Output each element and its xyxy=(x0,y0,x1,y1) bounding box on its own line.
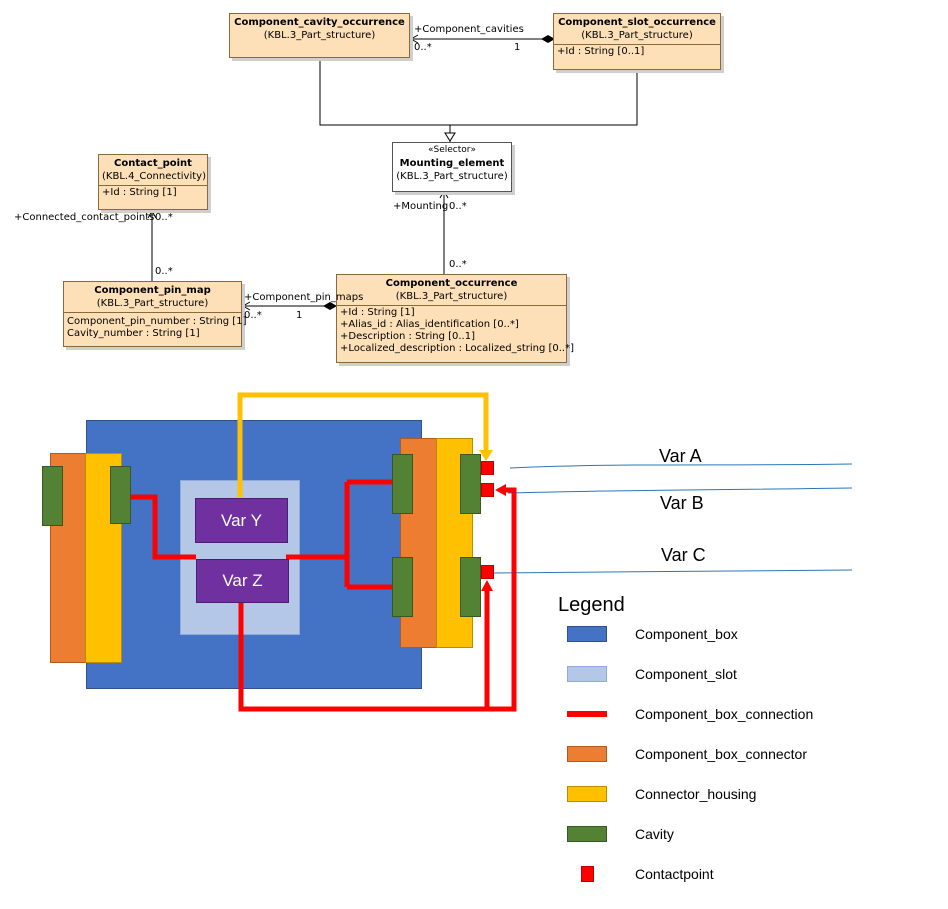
var-b-arrowhead xyxy=(495,484,506,496)
pinmaps-multiplicity-one: 1 xyxy=(296,310,303,321)
class-attribute: +Localized_description : Localized_strin… xyxy=(340,343,575,354)
class-name: Component_occurrence xyxy=(385,278,518,289)
mounting-multiplicity-top: 0..* xyxy=(449,201,467,212)
legend-swatch xyxy=(567,746,607,762)
pinmaps-diamond xyxy=(323,302,337,310)
legend-swatch xyxy=(581,866,594,882)
generalization-triangle xyxy=(444,132,456,142)
legend-item-component-box: Component_box xyxy=(0,626,948,646)
right-outer-cavity-bottom xyxy=(460,557,481,617)
cavities-arrowhead xyxy=(409,34,419,44)
legend-label: Cavity xyxy=(635,826,674,842)
class-mounting-element[interactable]: «Selector» Mounting_element (KBL.3_Part_st… xyxy=(392,142,512,192)
legend-swatch xyxy=(567,711,607,717)
class-name: Component_pin_map xyxy=(94,285,211,296)
class-component-cavity-occurrence[interactable]: Component_cavity_occurrence (KBL.3_Part_s… xyxy=(229,13,410,58)
class-package: (KBL.3_Part_structure) xyxy=(395,291,508,302)
class-package: (KBL.3_Part_structure) xyxy=(263,30,376,41)
pinmaps-multiplicity-many: 0..* xyxy=(244,310,262,321)
class-package: (KBL.3_Part_structure) xyxy=(96,298,209,309)
class-package: (KBL.4_Connectivity) xyxy=(102,171,206,182)
var-b-label: Var B xyxy=(660,493,704,513)
legend-label: Connector_housing xyxy=(635,786,757,802)
legend-item-contactpoint: Contactpoint xyxy=(0,866,948,886)
var-a-line xyxy=(509,463,853,469)
pinmaps-arrowhead xyxy=(241,301,251,311)
class-attribute: +Id : String [1] xyxy=(102,187,177,198)
contactpoint-var-b xyxy=(481,483,494,497)
class-package: (KBL.3_Part_structure) xyxy=(396,171,508,182)
legend-swatch xyxy=(567,626,607,642)
class-component-pin-map[interactable]: Component_pin_map(KBL.3_Part_structure) … xyxy=(63,281,247,347)
legend-swatch xyxy=(567,666,607,682)
right-outer-cavity-top xyxy=(460,454,481,514)
class-contact-point[interactable]: Contact_point (KBL.4_Connectivity) +Id : … xyxy=(98,154,208,210)
var-a-label: Var A xyxy=(659,446,702,466)
cavities-diamond xyxy=(541,35,555,43)
class-attribute: +Id : String [1] xyxy=(340,307,415,318)
legend-label: Component_slot xyxy=(635,666,737,682)
var-y-arrowhead xyxy=(479,450,493,461)
var-z-box: Var Z xyxy=(196,559,289,603)
connection-var-z xyxy=(238,487,517,712)
legend-item-component-box-connector: Component_box_connector xyxy=(0,746,948,766)
class-name: Component_slot_occurrence xyxy=(558,17,716,28)
class-attribute: +Alias_id : Alias_identification [0..*] xyxy=(340,319,519,330)
class-stereotype: «Selector» xyxy=(428,145,476,155)
legend-label: Component_box_connector xyxy=(635,746,808,762)
legend-item-connector-housing: Connector_housing xyxy=(0,786,948,806)
var-b-line xyxy=(507,487,853,494)
right-inner-cavity-bottom xyxy=(392,557,413,617)
var-c-line xyxy=(491,569,853,574)
legend-swatch xyxy=(567,786,607,802)
class-name: Component_cavity_occurrence xyxy=(234,17,405,28)
legend-label: Contactpoint xyxy=(635,866,714,882)
class-name: Contact_point xyxy=(114,158,192,169)
legend-item-component-box-connection: Component_box_connection xyxy=(0,706,948,726)
mounting-multiplicity-bottom: 0..* xyxy=(449,259,467,270)
contacts-arrowhead xyxy=(147,209,157,219)
right-inner-cavity-top xyxy=(392,454,413,514)
cavities-multiplicity-many: 0..* xyxy=(414,42,432,53)
class-package: (KBL.3_Part_structure) xyxy=(581,30,693,41)
cavities-multiplicity-one: 1 xyxy=(514,42,521,53)
contactpoint-var-c xyxy=(481,565,494,579)
class-component-slot-occurrence[interactable]: Component_slot_occurrence (KBL.3_Part_str… xyxy=(553,13,721,70)
class-name: Mounting_element xyxy=(399,158,505,169)
class-attribute: +Id : String [0..1] xyxy=(557,46,645,57)
class-attribute: Component_pin_number : String [1] xyxy=(67,316,247,327)
var-c-label: Var C xyxy=(661,545,706,565)
var-y-box: Var Y xyxy=(195,498,288,543)
legend-item-component-slot: Component_slot xyxy=(0,666,948,686)
legend-swatch xyxy=(567,826,607,842)
left-inner-cavity xyxy=(110,466,131,524)
contactpoint-var-a xyxy=(481,461,494,475)
legend-title: Legend xyxy=(558,594,625,616)
cavities-role-label: +Component_cavities xyxy=(414,24,524,35)
connection-var-y xyxy=(237,392,489,497)
legend-item-cavity: Cavity xyxy=(0,826,948,846)
connection-slot-to-right xyxy=(286,479,392,590)
legend-label: Component_box_connection xyxy=(635,706,814,722)
left-outer-cavity xyxy=(42,466,63,526)
pinmaps-role-label: +Component_pin_maps xyxy=(244,292,364,303)
contacts-multiplicity-top: 0..* xyxy=(155,212,173,223)
class-attribute: +Description : String [0..1] xyxy=(340,331,475,342)
contacts-multiplicity-bottom: 0..* xyxy=(155,266,173,277)
class-component-occurrence[interactable]: Component_occurrence (KBL.3_Part_structur… xyxy=(336,274,575,363)
var-c-arrowhead xyxy=(481,580,493,591)
mounting-role-label: +Mounting xyxy=(393,201,449,212)
class-attribute: Cavity_number : String [1] xyxy=(67,328,200,339)
legend-label: Component_box xyxy=(635,626,738,642)
contacts-role-label: +Connected_contact_points xyxy=(14,212,155,223)
connection-left-to-slot xyxy=(131,494,196,560)
